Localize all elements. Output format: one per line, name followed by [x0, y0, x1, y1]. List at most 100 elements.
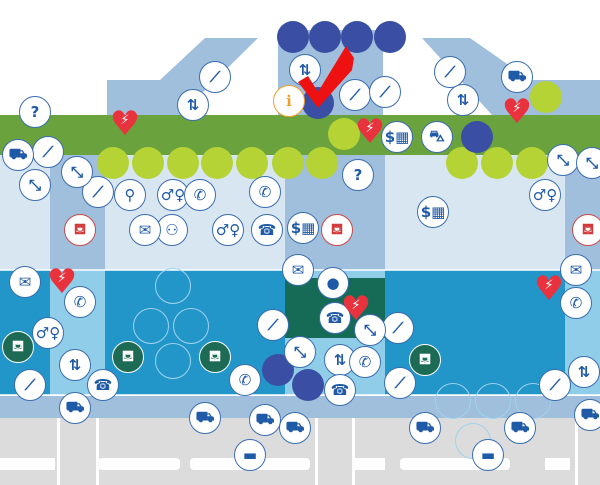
- shuttle-icon[interactable]: ⛍: [421, 121, 453, 153]
- phone-icon[interactable]: ✆: [229, 364, 261, 396]
- payphone-icon[interactable]: ☎: [87, 369, 119, 401]
- gate-seat-marker: [155, 343, 191, 379]
- restroom-icon[interactable]: ♂♀: [529, 179, 561, 211]
- family-icon[interactable]: ⚇: [156, 214, 188, 246]
- elevator-icon[interactable]: ⇅: [59, 349, 91, 381]
- lime-location-marker[interactable]: [132, 147, 164, 179]
- lounge-icon[interactable]: ⛾: [199, 341, 231, 373]
- aed-defibrillator-icon[interactable]: ♥⚡: [340, 289, 372, 329]
- aed-defibrillator-icon[interactable]: ♥⚡: [109, 104, 141, 144]
- stairs-icon[interactable]: ⟋: [539, 369, 571, 401]
- cart-icon[interactable]: ⛟: [59, 392, 91, 424]
- lime-location-marker[interactable]: [516, 147, 548, 179]
- lightning-icon: ⚡: [544, 278, 554, 293]
- lounge-icon[interactable]: ⛾: [321, 214, 353, 246]
- lounge-icon[interactable]: ⛾: [409, 344, 441, 376]
- stairs-icon[interactable]: ⟋: [384, 367, 416, 399]
- stairs-icon[interactable]: ⟋: [199, 61, 231, 93]
- dark-location-marker[interactable]: [461, 121, 493, 153]
- mail-icon[interactable]: ✉: [9, 266, 41, 298]
- cart-icon[interactable]: ⛟: [574, 399, 600, 431]
- elevator-icon[interactable]: ⇅: [568, 356, 600, 388]
- cart-icon[interactable]: ⛟: [501, 61, 533, 93]
- elevator-icon[interactable]: ⇅: [177, 89, 209, 121]
- aed-defibrillator-icon[interactable]: ♥⚡: [46, 262, 78, 302]
- escalator-icon[interactable]: ⤡: [284, 336, 316, 368]
- lime-location-marker[interactable]: [530, 81, 562, 113]
- lounge-icon[interactable]: ⛾: [112, 341, 144, 373]
- lightning-icon: ⚡: [365, 121, 375, 136]
- cart-icon[interactable]: ⛟: [279, 412, 311, 444]
- dark-location-marker[interactable]: [277, 21, 309, 53]
- payphone-icon[interactable]: ☎: [319, 302, 351, 334]
- aed-defibrillator-icon[interactable]: ♥⚡: [501, 92, 533, 132]
- ramp-left: [107, 38, 258, 115]
- stairs-icon[interactable]: ⟋: [32, 136, 64, 168]
- aed-defibrillator-icon[interactable]: ♥⚡: [533, 269, 565, 309]
- lime-location-marker[interactable]: [167, 147, 199, 179]
- lightning-icon: ⚡: [120, 113, 130, 128]
- cart-icon[interactable]: ⛟: [249, 404, 281, 436]
- gate-seat-marker: [133, 308, 169, 344]
- escalator-icon[interactable]: ⤡: [547, 144, 579, 176]
- lime-location-marker[interactable]: [306, 147, 338, 179]
- atm-icon[interactable]: $▦: [381, 121, 413, 153]
- lime-location-marker[interactable]: [328, 118, 360, 150]
- stairs-icon[interactable]: ⟋: [382, 312, 414, 344]
- help-icon[interactable]: ?: [342, 159, 374, 191]
- phone-icon[interactable]: ✆: [249, 176, 281, 208]
- phone-icon[interactable]: ✆: [349, 346, 381, 378]
- elevator-icon[interactable]: ⇅: [447, 84, 479, 116]
- cart-icon[interactable]: ⛟: [504, 412, 536, 444]
- dark-location-marker[interactable]: [302, 87, 334, 119]
- escalator-icon[interactable]: ⤡: [354, 314, 386, 346]
- gate-seat-marker: [155, 268, 191, 304]
- baggage-icon[interactable]: ⚲: [114, 179, 146, 211]
- atm-icon[interactable]: $▦: [287, 212, 319, 244]
- stairs-icon[interactable]: ⟋: [434, 56, 466, 88]
- stairs-icon[interactable]: ⟋: [339, 79, 371, 111]
- restroom-icon[interactable]: ♂♀: [212, 214, 244, 246]
- stairs-icon[interactable]: ⟋: [14, 369, 46, 401]
- mail-icon[interactable]: ✉: [282, 254, 314, 286]
- payphone-icon[interactable]: ☎: [251, 214, 283, 246]
- mail-icon[interactable]: ✉: [560, 254, 592, 286]
- cart-icon[interactable]: ⛟: [189, 402, 221, 434]
- restroom-icon[interactable]: ♂♀: [32, 317, 64, 349]
- phone-icon[interactable]: ✆: [64, 286, 96, 318]
- dark-location-marker[interactable]: [292, 369, 324, 401]
- person-icon[interactable]: ●: [317, 267, 349, 299]
- gate-seat-marker: [435, 383, 471, 419]
- phone-icon[interactable]: ✆: [560, 287, 592, 319]
- escalator-icon[interactable]: ⤡: [61, 156, 93, 188]
- dark-location-marker[interactable]: [341, 21, 373, 53]
- lounge-icon[interactable]: ⛾: [64, 214, 96, 246]
- elevator-icon[interactable]: ⇅: [289, 54, 321, 86]
- stairs-icon[interactable]: ⟋: [257, 309, 289, 341]
- lightning-icon: ⚡: [57, 271, 67, 286]
- payphone-icon[interactable]: ☎: [324, 374, 356, 406]
- smoking-icon[interactable]: ▬: [472, 439, 504, 471]
- lime-location-marker[interactable]: [236, 147, 268, 179]
- cart-icon[interactable]: ⛟: [2, 139, 34, 171]
- stairs-icon[interactable]: ⟋: [369, 76, 401, 108]
- lime-location-marker[interactable]: [201, 147, 233, 179]
- lounge-icon[interactable]: ⛾: [2, 331, 34, 363]
- help-icon[interactable]: ?: [19, 96, 51, 128]
- dark-location-marker[interactable]: [374, 21, 406, 53]
- lime-location-marker[interactable]: [97, 147, 129, 179]
- lime-location-marker[interactable]: [481, 147, 513, 179]
- mail-icon[interactable]: ✉: [129, 214, 161, 246]
- smoking-icon[interactable]: ▬: [234, 439, 266, 471]
- lime-location-marker[interactable]: [272, 147, 304, 179]
- phone-icon[interactable]: ✆: [184, 179, 216, 211]
- lounge-icon[interactable]: ⛾: [572, 214, 600, 246]
- dark-location-marker[interactable]: [309, 21, 341, 53]
- atm-icon[interactable]: $▦: [417, 196, 449, 228]
- cart-icon[interactable]: ⛟: [409, 412, 441, 444]
- info-desk-icon[interactable]: ℹ: [273, 85, 305, 117]
- lightning-icon: ⚡: [512, 101, 522, 116]
- aed-defibrillator-icon[interactable]: ♥⚡: [354, 112, 386, 152]
- escalator-icon[interactable]: ⤡: [19, 169, 51, 201]
- escalator-icon[interactable]: ⤡: [576, 147, 600, 179]
